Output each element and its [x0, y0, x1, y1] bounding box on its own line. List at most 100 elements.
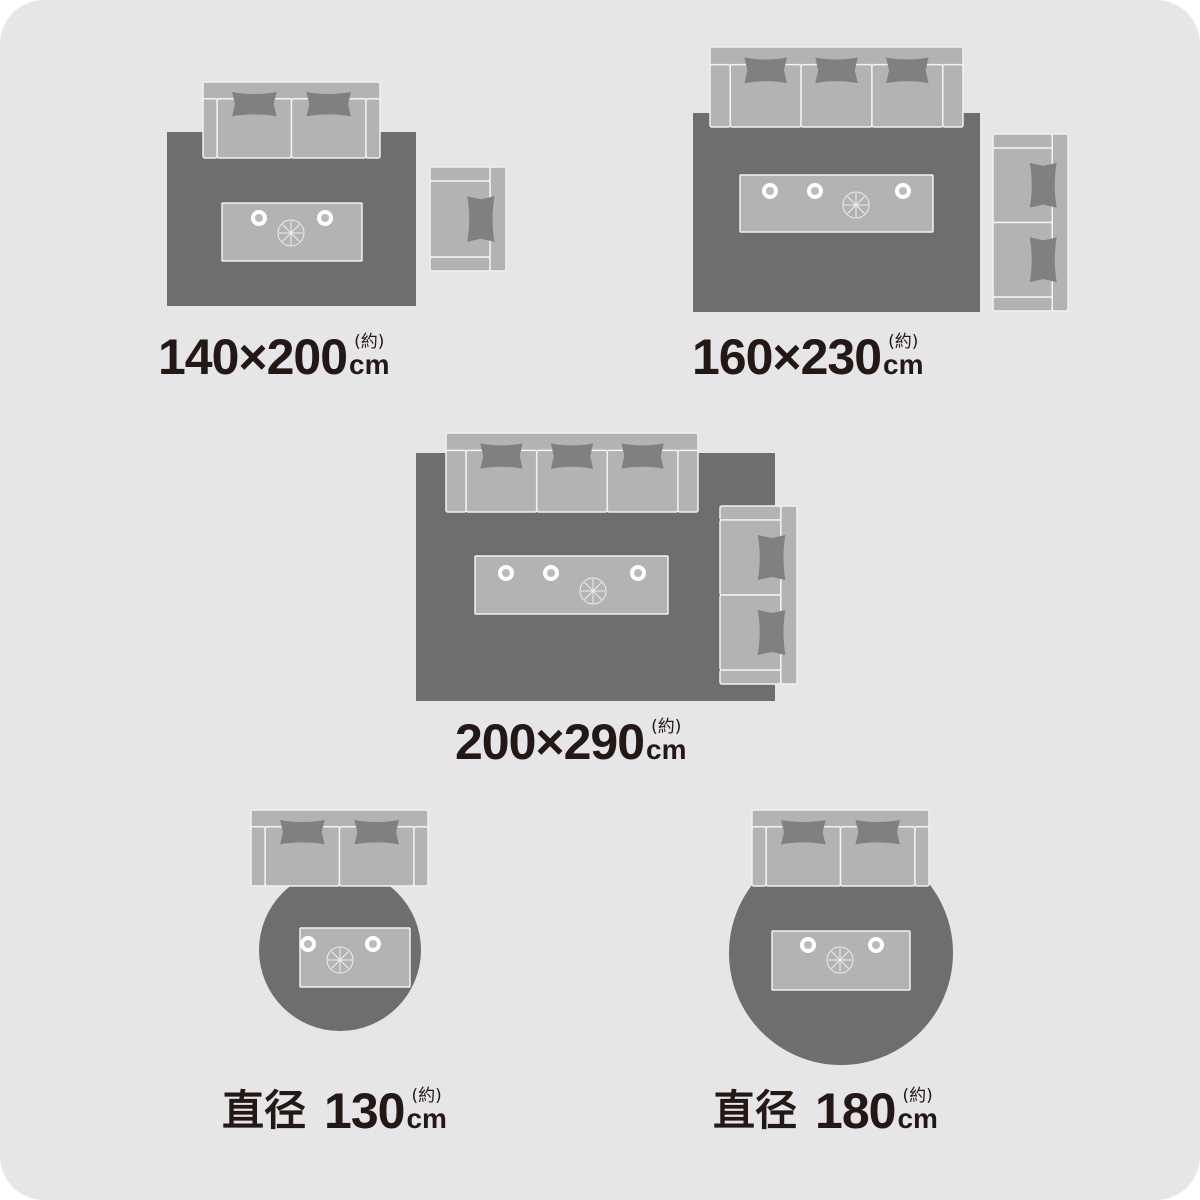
sofa-back [780, 505, 798, 685]
vase-outline [842, 191, 870, 219]
cup-inner [369, 940, 377, 948]
sofa-arm [751, 825, 767, 887]
cup-inner [547, 569, 555, 577]
table-top [299, 927, 411, 988]
cushion [550, 443, 594, 469]
sofa-arm [992, 133, 1053, 149]
petal [831, 951, 841, 961]
size-value: 160×230 [692, 329, 882, 385]
petal [592, 582, 602, 592]
unit: cm [897, 1103, 938, 1134]
cushion [280, 820, 325, 845]
unit: cm [406, 1103, 447, 1134]
vase-outline [277, 219, 305, 247]
coffee-table [221, 202, 363, 262]
approx-mark: (約) [902, 1086, 933, 1106]
size-label-diameter-180: 直径 180 (約)cm [713, 1086, 938, 1136]
cup-inner [872, 941, 880, 949]
flower-vase-icon [826, 946, 854, 974]
cup-inner [804, 941, 812, 949]
cushion [815, 57, 858, 84]
flower-vase-icon [277, 219, 305, 247]
size-label-200x290: 200×290 (約)cm [455, 717, 687, 767]
petal [331, 951, 341, 961]
sofa-arm [719, 505, 782, 521]
cushion [886, 57, 929, 84]
sofa [445, 432, 699, 513]
sofa-back [1051, 133, 1069, 312]
approx-mark: (約) [411, 1086, 442, 1106]
cushion [232, 92, 277, 117]
cushion [855, 820, 900, 845]
cup-inner [899, 187, 907, 195]
sofa-back [751, 809, 930, 830]
sofa-arm [250, 825, 266, 887]
unit: cm [646, 734, 687, 765]
petal [584, 582, 594, 592]
sofa-back [202, 81, 381, 102]
sofa [202, 81, 381, 159]
vase-outline [579, 577, 607, 605]
cushion [467, 196, 495, 242]
cushion [354, 820, 399, 845]
petal [339, 959, 349, 969]
sofa-arm [942, 63, 964, 128]
sofa-arm [413, 825, 429, 887]
size-label-160x230: 160×230 (約)cm [692, 332, 924, 382]
petal [855, 204, 865, 214]
approx-mark: (約) [651, 717, 682, 737]
size-value: 200×290 [455, 714, 645, 770]
sofa [751, 809, 930, 887]
size-label-140x200: 140×200 (約)cm [158, 332, 390, 382]
petal [584, 590, 594, 600]
side-sofa [429, 166, 507, 272]
petal [339, 951, 349, 961]
cup-inner [502, 569, 510, 577]
cup-inner [304, 940, 312, 948]
coffee-table [474, 555, 669, 615]
cup-inner [634, 569, 642, 577]
coffee-table [739, 174, 934, 233]
petal [855, 196, 865, 206]
table-top [474, 555, 669, 615]
sofa-arm [365, 97, 381, 159]
coffee-table [299, 927, 411, 988]
petal [831, 959, 841, 969]
petal [290, 224, 300, 234]
unit: cm [883, 349, 924, 380]
cup-inner [255, 214, 263, 222]
cushion [757, 535, 786, 580]
flower-vase-icon [579, 577, 607, 605]
approx-mark: (約) [354, 332, 385, 352]
size-value: 180 [815, 1083, 896, 1139]
table-top [739, 174, 934, 233]
flower-vase-icon [842, 191, 870, 219]
sofa-arm [429, 256, 491, 272]
sofa-arm [719, 669, 782, 685]
cushion [757, 610, 786, 655]
petal [847, 204, 857, 214]
cup-inner [811, 187, 819, 195]
vase-outline [326, 946, 354, 974]
sofa-arm [914, 825, 930, 887]
petal [282, 224, 292, 234]
sofa-arm [992, 296, 1053, 312]
cup-inner [321, 214, 329, 222]
side-sofa [992, 133, 1069, 312]
cushion [1029, 237, 1057, 283]
petal [290, 232, 300, 242]
cushion [621, 443, 664, 469]
petal [847, 196, 857, 206]
cushion [781, 820, 826, 845]
diameter-label: 直径 [222, 1086, 307, 1135]
size-value: 140×200 [158, 329, 348, 385]
sofa-back [250, 809, 429, 830]
petal [592, 590, 602, 600]
sofa-arm [202, 97, 218, 159]
side-sofa [719, 505, 798, 685]
size-value: 130 [324, 1083, 405, 1139]
sofa-arm [445, 449, 467, 513]
sofa [250, 809, 429, 887]
